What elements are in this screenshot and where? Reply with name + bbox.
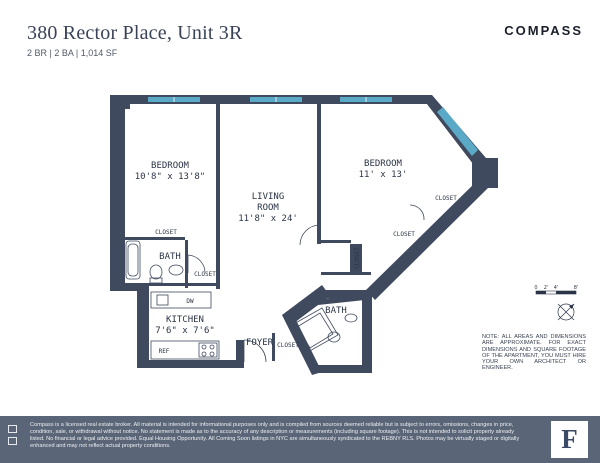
compass-logo: COMPASS xyxy=(504,23,583,38)
closet-vertical-label: CLOSET xyxy=(354,247,361,269)
door-swings xyxy=(187,204,425,363)
kitchen-label: KITCHEN xyxy=(166,315,204,325)
kitchen-dims: 7'6" x 7'6" xyxy=(155,326,215,336)
living-label-2: ROOM xyxy=(257,203,279,213)
bedroom2-label: BEDROOM xyxy=(364,159,403,169)
realtor-icon xyxy=(8,437,17,445)
bath2-fixtures xyxy=(291,307,358,353)
bedroom1-label: BEDROOM xyxy=(151,161,190,171)
walls xyxy=(110,95,498,375)
scale-tick-0: 0 xyxy=(534,285,537,291)
listing-address: 380 Rector Place, Unit 3R xyxy=(27,22,243,44)
scale-bar xyxy=(535,290,577,295)
scale-tick-4: 4' xyxy=(554,285,559,291)
refrigerator-label: REF xyxy=(159,348,170,355)
closet-bedroom2-a-label: CLOSET xyxy=(435,195,457,202)
dishwasher-label: DW xyxy=(186,298,194,305)
listing-specs: 2 BR | 2 BA | 1,014 SF xyxy=(27,48,118,58)
closet-bedroom2-b-label: CLOSET xyxy=(393,231,415,238)
dimensions-disclaimer: Note: All areas and dimensions are appro… xyxy=(482,334,586,372)
brand-badge: F xyxy=(551,421,588,458)
brand-badge-letter: F xyxy=(561,424,578,454)
closet-bath1-label: CLOSET xyxy=(194,271,216,278)
footer-bar: Compass is a licensed real estate broker… xyxy=(0,416,600,463)
scale-tick-8: 8' xyxy=(574,285,579,291)
scale-and-north-arrow: 0 2' 4' 8' xyxy=(534,285,579,321)
living-label-1: LIVING xyxy=(252,192,285,202)
floor-plan: BEDROOM 10'8" x 13'8" LIVING ROOM 11'8" … xyxy=(110,95,498,375)
north-arrow-icon xyxy=(557,303,575,321)
bath1-label: BATH xyxy=(159,252,181,262)
equal-housing-icons xyxy=(8,425,18,449)
equal-housing-icon xyxy=(8,425,17,433)
living-dims: 11'8" x 24' xyxy=(238,214,298,224)
legal-disclaimer: Compass is a licensed real estate broker… xyxy=(30,422,520,449)
bath2-label: BATH xyxy=(325,306,347,316)
kitchen-fixtures xyxy=(150,291,220,360)
foyer-label: FOYER xyxy=(246,338,274,348)
closet-foyer-label: CLOSET xyxy=(277,342,299,349)
bedroom2-dims: 11' x 13' xyxy=(359,170,408,180)
closet-bedroom1-label: CLOSET xyxy=(155,229,177,236)
scale-tick-2: 2' xyxy=(544,285,549,291)
bath1-fixtures xyxy=(125,240,184,284)
bedroom1-dims: 10'8" x 13'8" xyxy=(135,172,205,182)
